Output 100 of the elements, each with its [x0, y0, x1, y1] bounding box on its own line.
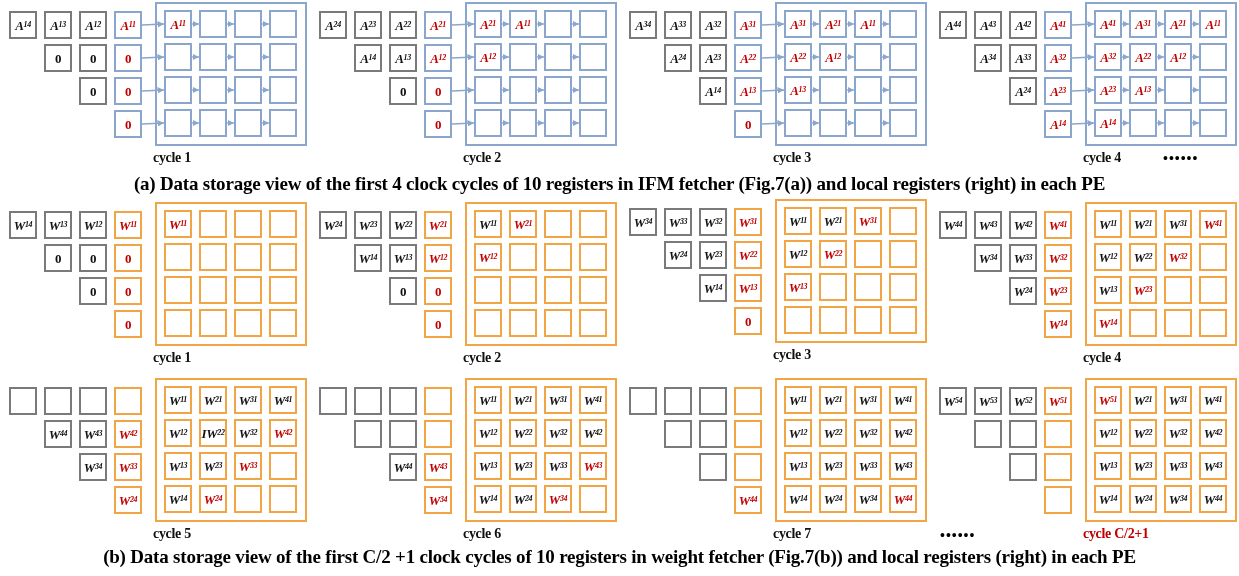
arrow — [191, 86, 200, 94]
arrow — [261, 86, 270, 94]
local-register — [889, 306, 917, 334]
local-register — [234, 276, 262, 304]
local-register — [269, 43, 297, 71]
fetcher-register: 0 — [114, 77, 142, 105]
arrow — [226, 119, 235, 127]
local-register — [544, 309, 572, 337]
local-register — [234, 309, 262, 337]
cycle-label: cycle 6 — [463, 526, 501, 542]
fetcher-register: 0 — [44, 44, 72, 72]
local-register — [854, 273, 882, 301]
arrow — [191, 20, 200, 28]
fetcher-register — [664, 387, 692, 415]
local-register — [854, 240, 882, 268]
fetcher-register: 0 — [44, 244, 72, 272]
local-register — [509, 276, 537, 304]
local-register — [234, 485, 262, 513]
arrow — [141, 120, 165, 127]
cycle-label: cycle 7 — [773, 526, 811, 542]
arrow — [571, 53, 580, 61]
local-register — [164, 243, 192, 271]
local-register — [269, 243, 297, 271]
local-register — [474, 76, 502, 104]
fetcher-register — [664, 420, 692, 448]
arrow — [811, 53, 820, 61]
cycle-label: cycle 4 — [1083, 150, 1121, 166]
arrow — [191, 53, 200, 61]
cycle-label: cycle 1 — [153, 350, 191, 366]
arrow — [881, 53, 890, 61]
arrow — [811, 119, 820, 127]
arrow — [226, 53, 235, 61]
arrow — [501, 20, 510, 28]
local-register — [1199, 43, 1227, 71]
local-register — [579, 43, 607, 71]
arrow — [761, 21, 785, 28]
local-register — [579, 109, 607, 137]
fetcher-register — [114, 387, 142, 415]
fetcher-register — [734, 420, 762, 448]
fetcher-register: 0 — [79, 77, 107, 105]
local-register — [269, 276, 297, 304]
local-register — [509, 43, 537, 71]
arrow — [761, 54, 785, 61]
local-register — [1199, 109, 1227, 137]
fetcher-register — [424, 387, 452, 415]
local-register — [579, 309, 607, 337]
arrow — [881, 119, 890, 127]
arrow — [571, 86, 580, 94]
arrow — [761, 87, 785, 94]
local-register — [889, 10, 917, 38]
arrow — [881, 20, 890, 28]
arrow — [1121, 119, 1130, 127]
fetcher-register: 0 — [114, 44, 142, 72]
local-register — [1199, 243, 1227, 271]
arrow — [1121, 20, 1130, 28]
local-register — [269, 109, 297, 137]
fetcher-register: 0 — [79, 244, 107, 272]
local-register — [234, 210, 262, 238]
local-register — [164, 76, 192, 104]
arrow — [536, 53, 545, 61]
local-register — [474, 109, 502, 137]
local-register-array — [155, 2, 307, 146]
local-register — [579, 10, 607, 38]
local-register — [269, 309, 297, 337]
local-register — [819, 76, 847, 104]
local-register — [269, 452, 297, 480]
arrow — [451, 87, 475, 94]
arrow — [141, 21, 165, 28]
cycle-label: cycle 1 — [153, 150, 191, 166]
local-register — [544, 243, 572, 271]
local-register — [579, 243, 607, 271]
local-register — [509, 109, 537, 137]
local-register — [509, 76, 537, 104]
local-register — [889, 76, 917, 104]
local-register — [889, 240, 917, 268]
arrow — [1156, 119, 1165, 127]
local-register — [544, 276, 572, 304]
local-register — [889, 207, 917, 235]
local-register — [819, 306, 847, 334]
cycle-label: cycle 4 — [1083, 350, 1121, 366]
ellipsis-dots: •••••• — [940, 528, 976, 544]
local-register — [579, 485, 607, 513]
arrow — [501, 86, 510, 94]
local-register — [474, 309, 502, 337]
arrow — [846, 86, 855, 94]
local-register-array — [155, 378, 307, 522]
fetcher-register — [1044, 453, 1072, 481]
fetcher-register — [1044, 486, 1072, 514]
cycle-label: cycle 3 — [773, 150, 811, 166]
arrow — [226, 20, 235, 28]
local-register — [544, 43, 572, 71]
local-register — [269, 10, 297, 38]
arrow — [761, 120, 785, 127]
local-register — [164, 309, 192, 337]
local-register — [199, 276, 227, 304]
local-register — [544, 109, 572, 137]
local-register — [854, 109, 882, 137]
local-register — [269, 210, 297, 238]
arrow — [1071, 54, 1095, 61]
cycle-label: cycle 2 — [463, 350, 501, 366]
